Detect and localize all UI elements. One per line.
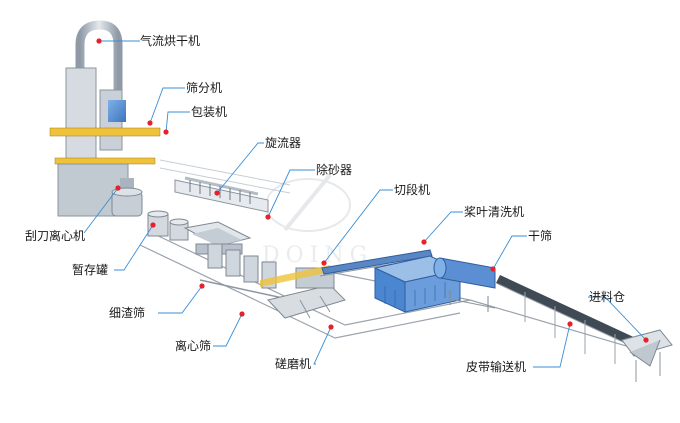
feed-bin	[621, 329, 673, 382]
label-air-dryer: 气流烘干机	[140, 34, 201, 48]
peeler-centrifuge-unit	[111, 187, 143, 217]
label-desander: 除砂器	[316, 163, 353, 177]
leader-lines	[83, 40, 647, 368]
paddle-washer	[373, 255, 462, 313]
label-hydrocyclone: 旋流器	[265, 136, 302, 150]
centrifugal-sieves	[199, 243, 293, 301]
label-belt-conveyor: 皮带输送机	[466, 360, 527, 374]
label-centrifugal-sieve: 离心筛	[175, 339, 212, 353]
grinder-platform	[260, 265, 346, 319]
label-packing: 包装机	[191, 105, 228, 119]
buffer-tanks	[147, 210, 189, 241]
label-sieve: 筛分机	[186, 81, 223, 95]
callout-markers	[96, 38, 649, 343]
label-paddle-washer: 桨叶清洗机	[464, 205, 525, 219]
air-dryer	[49, 20, 161, 217]
label-grinder: 磋磨机	[275, 357, 312, 371]
hydrocyclone-station	[159, 159, 291, 213]
belt-conveyor	[496, 275, 640, 364]
label-buffer-tank: 暂存罐	[72, 263, 109, 277]
label-dry-sieve: 干筛	[528, 229, 553, 243]
label-fine-residue-sieve: 细渣筛	[109, 306, 146, 320]
dry-sieve-drum	[433, 257, 496, 312]
label-feed-bin: 进料仓	[589, 290, 626, 304]
label-cutter: 切段机	[394, 183, 431, 197]
label-peeler-centrifuge: 刮刀离心机	[25, 229, 86, 243]
doing-logo-watermark: DOING	[262, 173, 367, 268]
